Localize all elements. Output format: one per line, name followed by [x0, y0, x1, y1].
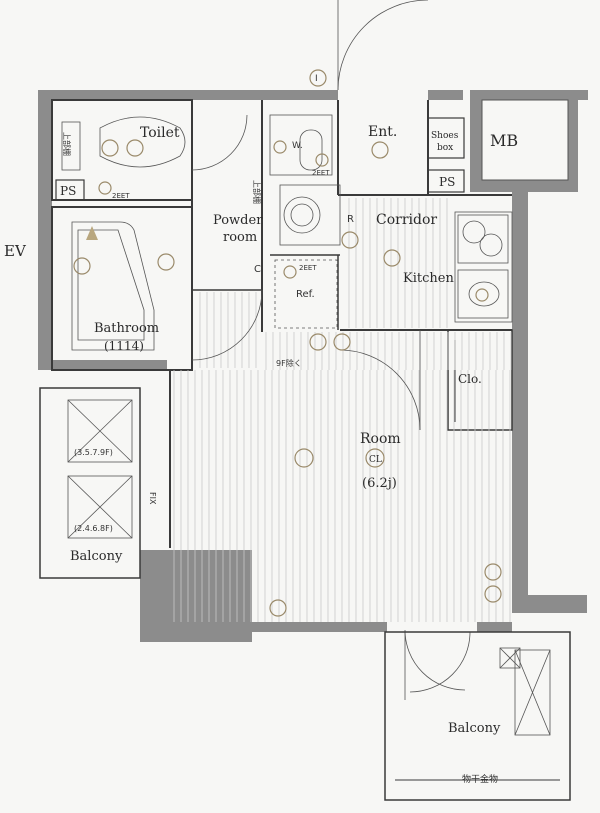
fix-label: FIX: [148, 492, 157, 505]
shelf-a-label: 上部棚: [62, 132, 72, 156]
annotations: (3.5.7.9F) (2.4.6.8F) FIX 9F除く 上部棚 上部棚 R…: [62, 74, 498, 785]
two-eet-c-label: 2EET: [299, 264, 317, 272]
interior-walls: [51, 99, 513, 548]
toilet-label: Toilet: [140, 125, 180, 141]
closet-label: Clo.: [458, 372, 482, 386]
i-mark-label: I: [315, 74, 318, 84]
shoes-box-label-1: Shoes: [431, 131, 459, 141]
powder-room-label-1: Powder: [213, 213, 263, 228]
balcony-bottom-label: Balcony: [448, 721, 501, 736]
ps-top-label: PS: [60, 184, 76, 198]
two-eet-a-label: 2EET: [112, 192, 130, 200]
two-eet-b-label: 2EET: [312, 169, 330, 177]
c-label: C: [254, 264, 261, 275]
bathroom-label: Bathroom: [94, 321, 159, 336]
bathroom-size-label: (1114): [104, 339, 144, 353]
room-size-label: (6.2j): [362, 476, 397, 491]
room-cl-label: CL: [369, 455, 382, 465]
fixtures: [61, 69, 503, 617]
kitchen-label: Kitchen: [403, 271, 454, 286]
doors: [191, 0, 471, 700]
clothes-hardware-label: 物干金物: [462, 773, 498, 785]
floors-b-label: (2.4.6.8F): [74, 524, 113, 533]
w-label: W.: [292, 141, 303, 151]
shelf-b-label: 上部棚: [252, 180, 262, 204]
ev-label: EV: [4, 242, 27, 260]
balconies: [39, 387, 571, 801]
r-label: R: [347, 214, 354, 225]
balcony-left-label: Balcony: [70, 549, 123, 564]
ninth-floor-exc-label: 9F除く: [276, 358, 302, 368]
walls: [38, 90, 588, 642]
flooring-stripes: [173, 198, 512, 622]
room-label: Room: [360, 431, 401, 447]
corridor-label: Corridor: [376, 212, 437, 228]
entrance-label: Ent.: [368, 124, 397, 140]
shoes-box-label-2: box: [437, 143, 453, 153]
powder-room-label-2: room: [223, 230, 257, 245]
floors-a-label: (3.5.7.9F): [74, 448, 113, 457]
mb-label: MB: [490, 131, 518, 150]
ref-label: Ref.: [296, 289, 315, 300]
room-labels: Toilet Powder room Ent. Shoes box MB Cor…: [4, 124, 518, 736]
ps-ent-label: PS: [439, 175, 455, 189]
